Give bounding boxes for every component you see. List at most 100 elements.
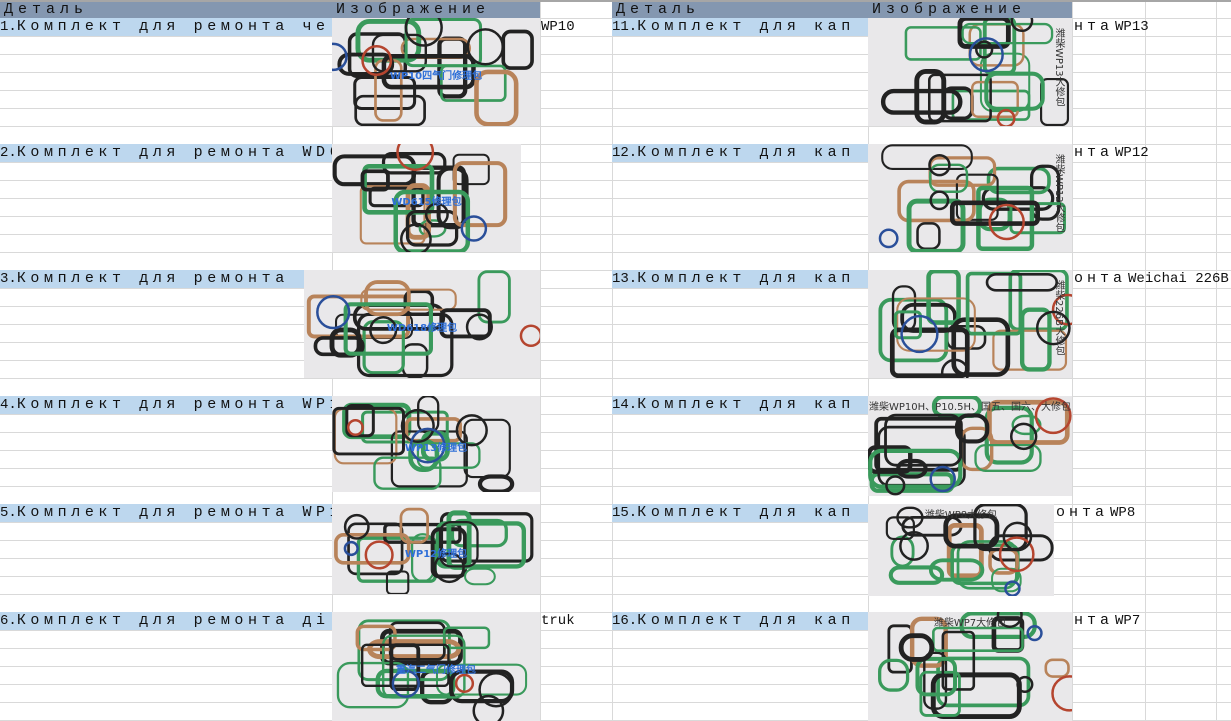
description-overflow: WP10 (541, 18, 575, 36)
image-caption: WP13修理包 (404, 443, 468, 455)
description-overflow: truk (541, 612, 575, 630)
gasket-shape (884, 413, 963, 467)
gasket-kit-photo (306, 270, 540, 378)
item-number: 12. (612, 145, 638, 161)
gasket-shape (971, 80, 1019, 118)
gasket-shape (949, 200, 1040, 226)
detail-cell[interactable]: 14.Комплект для кап (612, 396, 868, 414)
seal-ring-shape (1051, 675, 1072, 712)
image-caption: 潍柴226B大修包 (1053, 280, 1064, 356)
row-gridline (0, 702, 1231, 703)
description-overflow-model: WP8 (1110, 505, 1136, 521)
product-image[interactable]: 潍柴WP13大修包 (868, 18, 1072, 126)
gasket-shape (1011, 414, 1042, 436)
gasket-shape (1044, 658, 1070, 678)
gasket-shape (438, 520, 479, 568)
row-gridline (0, 306, 1231, 307)
seal-ring-shape (1010, 18, 1034, 33)
product-image[interactable]: WD618修理包 (304, 270, 540, 378)
product-image[interactable]: WD615修理包 (332, 144, 521, 252)
seal-ring-shape (928, 153, 951, 177)
item-description: Комплект для ремонта WP1 (16, 504, 332, 521)
product-image[interactable]: 潍柴WP8大修包 (868, 504, 1054, 596)
seal-ring-shape (343, 540, 359, 557)
gasket-shape (893, 310, 922, 340)
header-image-left[interactable]: Изображение (332, 2, 540, 18)
row-gridline (0, 252, 1231, 253)
detail-cell[interactable]: 2.Комплект для ремонта WD6 (0, 144, 332, 162)
detail-cell[interactable]: 6.Комплект для ремонта ді (0, 612, 332, 630)
header-detail-right[interactable]: Деталь (612, 2, 868, 18)
gasket-shape (347, 522, 404, 576)
row-gridline (0, 288, 1231, 289)
column-gridline (540, 0, 541, 721)
detail-cell[interactable]: 3.Комплект для ремонта (0, 270, 332, 288)
row-gridline (0, 450, 1231, 451)
seal-ring-shape (472, 694, 505, 721)
gasket-shape (946, 522, 984, 579)
gasket-kit-photo (885, 504, 1054, 596)
gasket-shape (914, 68, 947, 125)
detail-cell[interactable]: 1.Комплект для ремонта че (0, 18, 332, 36)
seal-ring-shape (455, 414, 488, 447)
item-description: Комплект для кап (637, 396, 855, 413)
item-number: 3. (0, 271, 17, 287)
header-detail-left[interactable]: Деталь (0, 2, 332, 18)
gasket-shape (477, 270, 511, 324)
row-gridline (0, 108, 1231, 109)
product-image[interactable]: WP12修理包 (332, 504, 540, 594)
detail-cell[interactable]: 12.Комплект для кап (612, 144, 868, 162)
product-image[interactable]: 潍柴WP12大修包 (868, 144, 1072, 252)
product-image[interactable]: WP13修理包 (332, 396, 540, 492)
row-gridline (0, 576, 1231, 577)
gasket-shape (927, 73, 992, 123)
seal-ring-shape (975, 40, 994, 59)
product-image[interactable]: 潍柴WP7大修包 (868, 612, 1072, 721)
row-gridline (0, 684, 1231, 685)
product-image[interactable]: 重汽二气门修理包 (332, 612, 540, 721)
seal-ring-shape (364, 540, 394, 570)
row-gridline (0, 342, 1231, 343)
gasket-shape (354, 94, 426, 126)
product-image[interactable]: 潍柴226B大修包 (868, 270, 1072, 378)
seal-ring-shape (400, 408, 435, 444)
row-gridline (0, 414, 1231, 415)
description-overflow-text: онта (1074, 270, 1127, 287)
gasket-kit-photo (332, 144, 508, 252)
seal-ring-shape (316, 294, 351, 330)
detail-cell[interactable]: 16.Комплект для кап (612, 612, 868, 630)
seal-ring-shape (396, 144, 435, 172)
detail-cell[interactable]: 5.Комплект для ремонта WP1 (0, 504, 332, 522)
gasket-shape (986, 166, 1051, 195)
gasket-kit-photo (332, 18, 534, 126)
seal-ring-shape (400, 223, 432, 252)
detail-cell[interactable]: 13.Комплект для кап (612, 270, 868, 288)
image-caption: WP12修理包 (404, 548, 468, 560)
item-number: 6. (0, 613, 17, 629)
gasket-shape (896, 506, 924, 529)
detail-cell[interactable]: 11.Комплект для кап (612, 18, 868, 36)
gasket-shape (974, 443, 1042, 472)
detail-cell[interactable]: 15.Комплект для кап (612, 504, 868, 522)
row-gridline (0, 216, 1231, 217)
gasket-shape (868, 448, 963, 489)
seal-ring-shape (466, 28, 505, 66)
product-image[interactable]: 潍柴WP10H、P10.5H、国五、国六、大修包 (868, 396, 1072, 496)
gasket-shape (880, 88, 963, 115)
column-gridline (612, 0, 613, 721)
item-description: Комплект для кап (637, 18, 855, 35)
gasket-shape (439, 512, 534, 563)
description-overflow-model: WP12 (1115, 145, 1149, 161)
row-gridline (0, 558, 1231, 559)
product-image[interactable]: WP10四气门修理包 (332, 18, 540, 126)
row-gridline (0, 630, 1231, 631)
seal-ring-shape (1004, 580, 1021, 596)
header-image-right[interactable]: Изображение (868, 2, 1072, 18)
detail-cell[interactable]: 4.Комплект для ремонта WP1 (0, 396, 332, 414)
column-gridline (1072, 0, 1073, 721)
seal-ring-shape (899, 531, 929, 561)
description-overflow-model: WP7 (1115, 613, 1141, 629)
seal-ring-shape (988, 203, 1025, 241)
gasket-shape (381, 152, 447, 175)
